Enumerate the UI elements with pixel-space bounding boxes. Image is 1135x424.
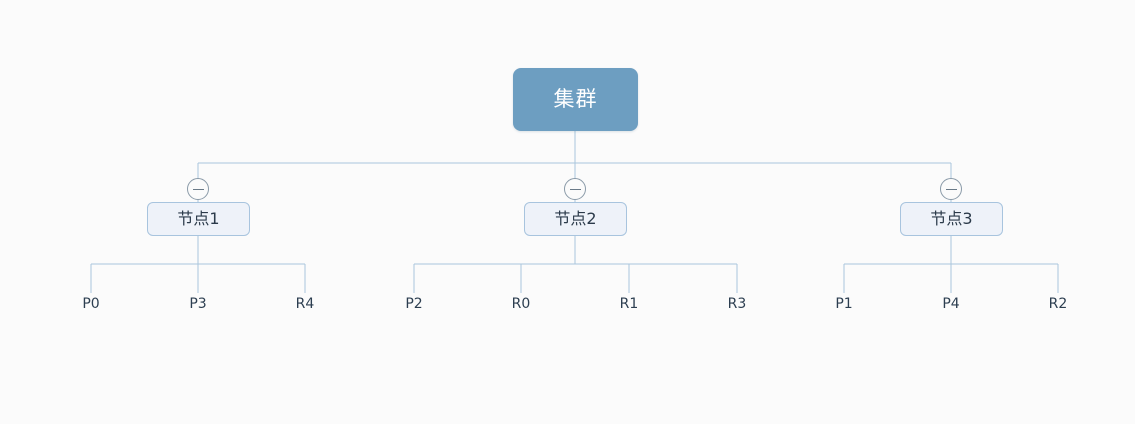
tree-leaf-node[interactable]: R1 bbox=[619, 296, 639, 312]
tree-leaf-node[interactable]: P2 bbox=[405, 296, 423, 312]
minus-circle-icon[interactable] bbox=[940, 178, 962, 200]
tree-branch-node-2[interactable]: 节点2 bbox=[524, 202, 627, 236]
tree-leaf-node[interactable]: R0 bbox=[511, 296, 531, 312]
tree-leaf-node[interactable]: P3 bbox=[189, 296, 207, 312]
tree-branch-node-label: 节点1 bbox=[177, 209, 220, 228]
tree-leaf-node[interactable]: R2 bbox=[1048, 296, 1068, 312]
tree-leaf-node[interactable]: R3 bbox=[727, 296, 747, 312]
minus-circle-icon[interactable] bbox=[564, 178, 586, 200]
tree-leaf-node[interactable]: R4 bbox=[295, 296, 315, 312]
tree-branch-node-label: 节点3 bbox=[930, 209, 973, 228]
minus-glyph bbox=[569, 188, 581, 190]
tree-leaf-node[interactable]: P0 bbox=[82, 296, 100, 312]
tree-root-node-label: 集群 bbox=[553, 87, 598, 111]
tree-branch-node-3[interactable]: 节点3 bbox=[900, 202, 1003, 236]
minus-glyph bbox=[192, 188, 204, 190]
tree-root-node[interactable]: 集群 bbox=[513, 68, 638, 131]
tree-branch-node-label: 节点2 bbox=[554, 209, 597, 228]
tree-leaf-node[interactable]: P1 bbox=[835, 296, 853, 312]
minus-glyph bbox=[945, 188, 957, 190]
tree-leaf-node[interactable]: P4 bbox=[942, 296, 960, 312]
tree-branch-node-1[interactable]: 节点1 bbox=[147, 202, 250, 236]
minus-circle-icon[interactable] bbox=[187, 178, 209, 200]
